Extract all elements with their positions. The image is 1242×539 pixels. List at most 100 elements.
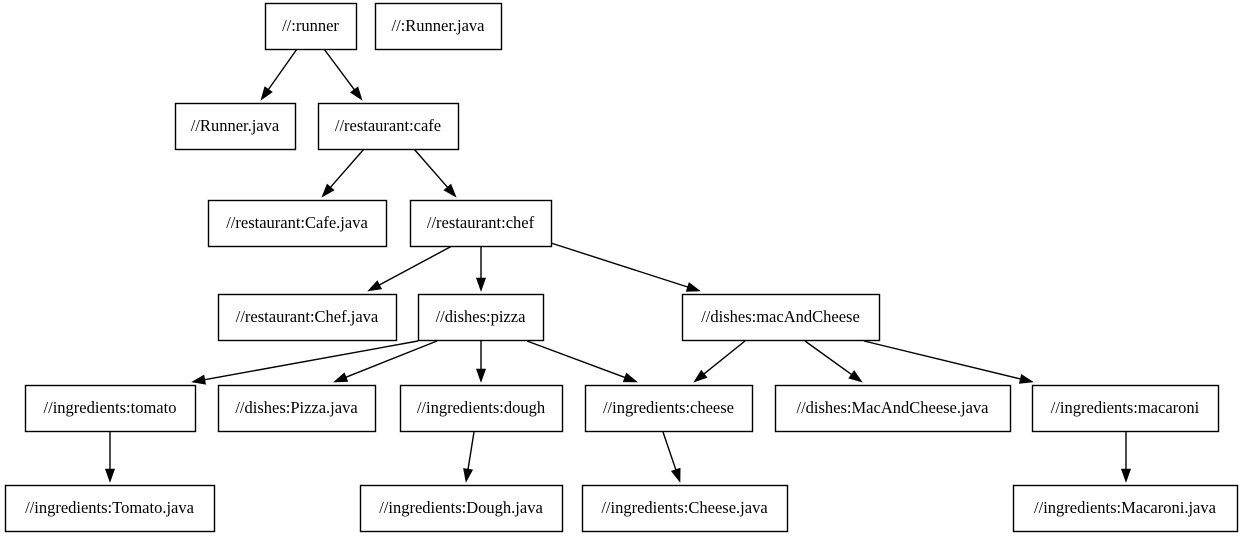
graph-node-ing_cheese[interactable]: //ingredients:cheese (584, 384, 754, 433)
edge-arrowhead (350, 86, 363, 101)
graph-node-ing_tomato_java[interactable]: //ingredients:Tomato.java (4, 484, 216, 533)
node-box[interactable] (409, 199, 553, 248)
edge-arrowhead (367, 280, 383, 292)
node-box[interactable] (207, 199, 388, 248)
node-box[interactable] (1031, 384, 1220, 433)
edge-line (526, 340, 626, 379)
edge-arrowhead (475, 277, 487, 292)
node-box[interactable] (1012, 484, 1239, 533)
node-box[interactable] (359, 484, 564, 533)
node-label: //dishes:MacAndCheese.java (797, 398, 990, 417)
graph-edge (333, 340, 438, 383)
node-box[interactable] (317, 102, 460, 151)
graph-node-restaurant_cafe_java[interactable]: //restaurant:Cafe.java (207, 199, 388, 248)
node-box[interactable] (264, 2, 358, 51)
edge-arrowhead (104, 468, 116, 483)
edge-line (550, 242, 688, 288)
node-box[interactable] (584, 384, 754, 433)
node-label: //ingredients:Cheese.java (601, 498, 768, 517)
edge-arrowhead (670, 467, 681, 483)
graph-edge (463, 431, 475, 483)
edge-arrowhead (622, 372, 638, 383)
edge-line (204, 340, 419, 381)
node-box[interactable] (581, 484, 789, 533)
edge-arrowhead (321, 183, 335, 198)
graph-node-dishes_pizza[interactable]: //dishes:pizza (417, 293, 545, 342)
node-box[interactable] (174, 102, 297, 151)
edge-line (703, 340, 746, 375)
graph-edge (475, 341, 487, 383)
edge-arrowhead (1120, 468, 1132, 483)
node-label: //dishes:macAndCheese (701, 307, 860, 326)
edge-arrowhead (191, 374, 206, 385)
node-box[interactable] (24, 384, 197, 433)
node-label: //restaurant:cafe (335, 116, 441, 135)
graph-node-dishes_pizza_java[interactable]: //dishes:Pizza.java (217, 384, 377, 433)
edge-arrowhead (475, 368, 487, 383)
nodes-layer: //:runner //:Runner.java //Runner.java //re… (4, 2, 1239, 533)
graph-edge (804, 340, 863, 383)
graph-node-restaurant_cafe[interactable]: //restaurant:cafe (317, 102, 460, 151)
graph-edge (863, 340, 1034, 384)
edge-arrowhead (443, 183, 457, 198)
node-box[interactable] (417, 293, 545, 342)
edge-line (379, 245, 453, 286)
edge-line (662, 431, 677, 470)
edge-arrowhead (848, 370, 863, 383)
edge-arrowhead (463, 468, 474, 483)
graph-node-runner_java_root[interactable]: //:Runner.java (374, 2, 503, 51)
graph-node-dishes_mac_java[interactable]: //dishes:MacAndCheese.java (774, 384, 1012, 433)
node-box[interactable] (4, 484, 216, 533)
graph-edge (662, 431, 681, 483)
node-box[interactable] (774, 384, 1012, 433)
graph-node-restaurant_chef_java[interactable]: //restaurant:Chef.java (217, 293, 398, 342)
node-label: //:runner (282, 16, 339, 35)
graph-edge (104, 432, 116, 483)
edge-line (863, 340, 1021, 380)
edge-line (345, 340, 438, 378)
graph-edge (191, 340, 419, 385)
node-label: //ingredients:cheese (603, 398, 734, 417)
edge-line (323, 48, 355, 90)
graph-node-dishes_mac[interactable]: //dishes:macAndCheese (681, 293, 881, 342)
graph-edge (475, 246, 487, 292)
edge-line (330, 148, 365, 188)
node-label: //dishes:Pizza.java (235, 398, 358, 417)
edges-layer (104, 48, 1132, 483)
graph-node-ing_dough[interactable]: //ingredients:dough (399, 384, 564, 433)
edge-arrowhead (260, 86, 273, 101)
edge-arrowhead (1018, 373, 1034, 384)
graph-node-ing_tomato[interactable]: //ingredients:tomato (24, 384, 197, 433)
graph-node-ing_dough_java[interactable]: //ingredients:Dough.java (359, 484, 564, 533)
edge-arrowhead (685, 282, 701, 292)
graph-node-ing_cheese_java[interactable]: //ingredients:Cheese.java (581, 484, 789, 533)
graph-node-runner_java[interactable]: //Runner.java (174, 102, 297, 151)
node-label: //restaurant:chef (427, 213, 535, 232)
graph-node-restaurant_chef[interactable]: //restaurant:chef (409, 199, 553, 248)
node-box[interactable] (399, 384, 564, 433)
edge-line (413, 148, 448, 188)
node-label: //restaurant:Cafe.java (226, 213, 368, 232)
graph-edge (367, 245, 453, 292)
node-box[interactable] (217, 293, 398, 342)
node-label: //ingredients:tomato (44, 398, 177, 417)
graph-edge (1120, 432, 1132, 483)
node-box[interactable] (217, 384, 377, 433)
node-box[interactable] (374, 2, 503, 51)
node-label: //ingredients:Dough.java (379, 498, 543, 517)
node-box[interactable] (681, 293, 881, 342)
edge-line (804, 340, 852, 375)
node-label: //ingredients:Tomato.java (25, 498, 195, 517)
edge-line (467, 431, 475, 470)
graph-edge (526, 340, 638, 383)
graph-node-runner[interactable]: //:runner (264, 2, 358, 51)
graph-edge (321, 148, 365, 198)
graph-node-ing_macaroni[interactable]: //ingredients:macaroni (1031, 384, 1220, 433)
edge-arrowhead (693, 369, 708, 383)
node-label: //ingredients:Macaroni.java (1034, 498, 1217, 517)
graph-node-ing_macaroni_java[interactable]: //ingredients:Macaroni.java (1012, 484, 1239, 533)
node-label: //dishes:pizza (436, 307, 526, 326)
graph-edge (413, 148, 457, 198)
